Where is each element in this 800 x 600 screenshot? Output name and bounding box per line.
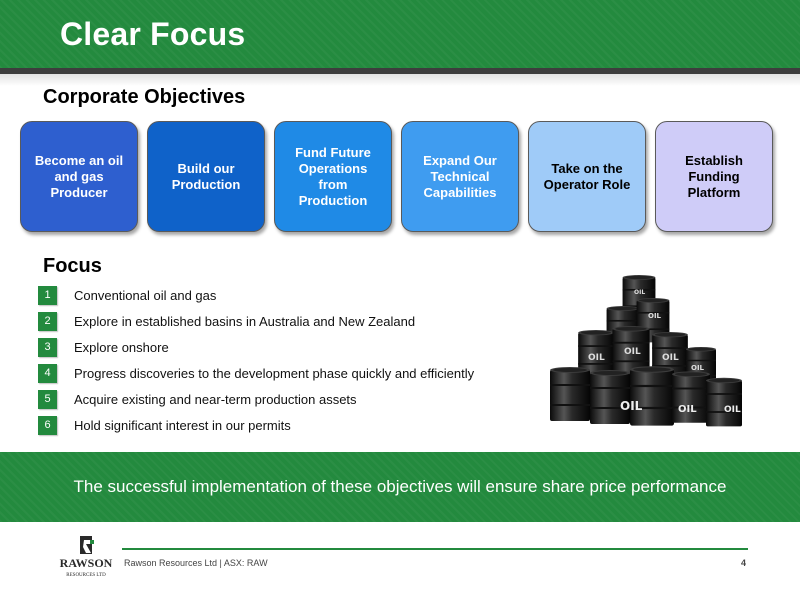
header-divider bbox=[0, 68, 800, 74]
objective-box-4: Expand Our Technical Capabilities bbox=[401, 121, 519, 232]
focus-text: Progress discoveries to the development … bbox=[74, 365, 475, 381]
focus-text: Acquire existing and near-term productio… bbox=[74, 391, 357, 407]
barrel-label: OIL bbox=[678, 404, 697, 415]
objective-label: Establish Funding Platform bbox=[685, 152, 743, 200]
focus-item: 2 Explore in established basins in Austr… bbox=[38, 311, 415, 331]
title-bar: Clear Focus bbox=[0, 0, 800, 68]
footer-divider bbox=[122, 548, 748, 550]
header-shadow bbox=[0, 74, 800, 86]
focus-item: 4 Progress discoveries to the developmen… bbox=[38, 363, 474, 383]
focus-number-badge: 4 bbox=[38, 363, 57, 383]
objective-label: Take on the Operator Role bbox=[543, 160, 631, 192]
objective-box-5: Take on the Operator Role bbox=[528, 121, 646, 232]
barrel-label: OIL bbox=[648, 312, 662, 320]
page-number: 4 bbox=[741, 558, 747, 568]
barrel-label: OIL bbox=[691, 364, 705, 372]
objective-box-3: Fund Future Operations from Production bbox=[274, 121, 392, 232]
focus-heading: Focus bbox=[43, 255, 102, 277]
focus-item: 3 Explore onshore bbox=[38, 337, 169, 357]
focus-text: Explore onshore bbox=[74, 339, 169, 355]
focus-number-badge: 5 bbox=[38, 389, 57, 409]
barrel-label: OIL bbox=[588, 353, 605, 363]
barrel-label: OIL bbox=[624, 347, 641, 357]
objective-label: Become an oil and gas Producer bbox=[34, 152, 124, 200]
objective-label: Fund Future Operations from Production bbox=[295, 144, 371, 208]
objective-box-2: Build our Production bbox=[147, 121, 265, 232]
objective-box-1: Become an oil and gas Producer bbox=[20, 121, 138, 232]
banner-text: The successful implementation of these o… bbox=[73, 477, 727, 496]
focus-text: Hold significant interest in our permits bbox=[74, 417, 291, 433]
barrel-label: OIL bbox=[634, 289, 645, 296]
focus-item: 1 Conventional oil and gas bbox=[38, 285, 216, 305]
focus-number-badge: 6 bbox=[38, 415, 57, 435]
focus-item: 6 Hold significant interest in our permi… bbox=[38, 415, 291, 435]
focus-number-badge: 3 bbox=[38, 337, 57, 357]
conclusion-banner: The successful implementation of these o… bbox=[0, 452, 800, 522]
footer-company: Rawson Resources Ltd | ASX: RAW bbox=[124, 558, 268, 568]
focus-text: Conventional oil and gas bbox=[74, 287, 217, 303]
oil-barrels-image: OIL OIL OIL OIL OIL OIL OIL OIL OIL bbox=[548, 272, 742, 432]
focus-number-badge: 2 bbox=[38, 311, 57, 331]
logo-text: RAWSON bbox=[60, 556, 113, 570]
rawson-logo: RAWSON RESOURCES LTD bbox=[60, 536, 113, 578]
focus-item: 5 Acquire existing and near-term product… bbox=[38, 389, 357, 409]
objective-label: Build our Production bbox=[171, 160, 241, 192]
objectives-heading: Corporate Objectives bbox=[43, 86, 246, 108]
objective-box-6: Establish Funding Platform bbox=[655, 121, 773, 232]
focus-text: Explore in established basins in Austral… bbox=[74, 313, 416, 329]
barrel-label: OIL bbox=[662, 353, 679, 363]
slide-title: Clear Focus bbox=[60, 16, 246, 52]
barrel-label: OIL bbox=[620, 399, 643, 413]
barrel-label: OIL bbox=[724, 405, 741, 415]
objective-label: Expand Our Technical Capabilities bbox=[423, 152, 497, 200]
focus-number-badge: 1 bbox=[38, 285, 57, 305]
logo-subtext: RESOURCES LTD bbox=[66, 573, 106, 578]
